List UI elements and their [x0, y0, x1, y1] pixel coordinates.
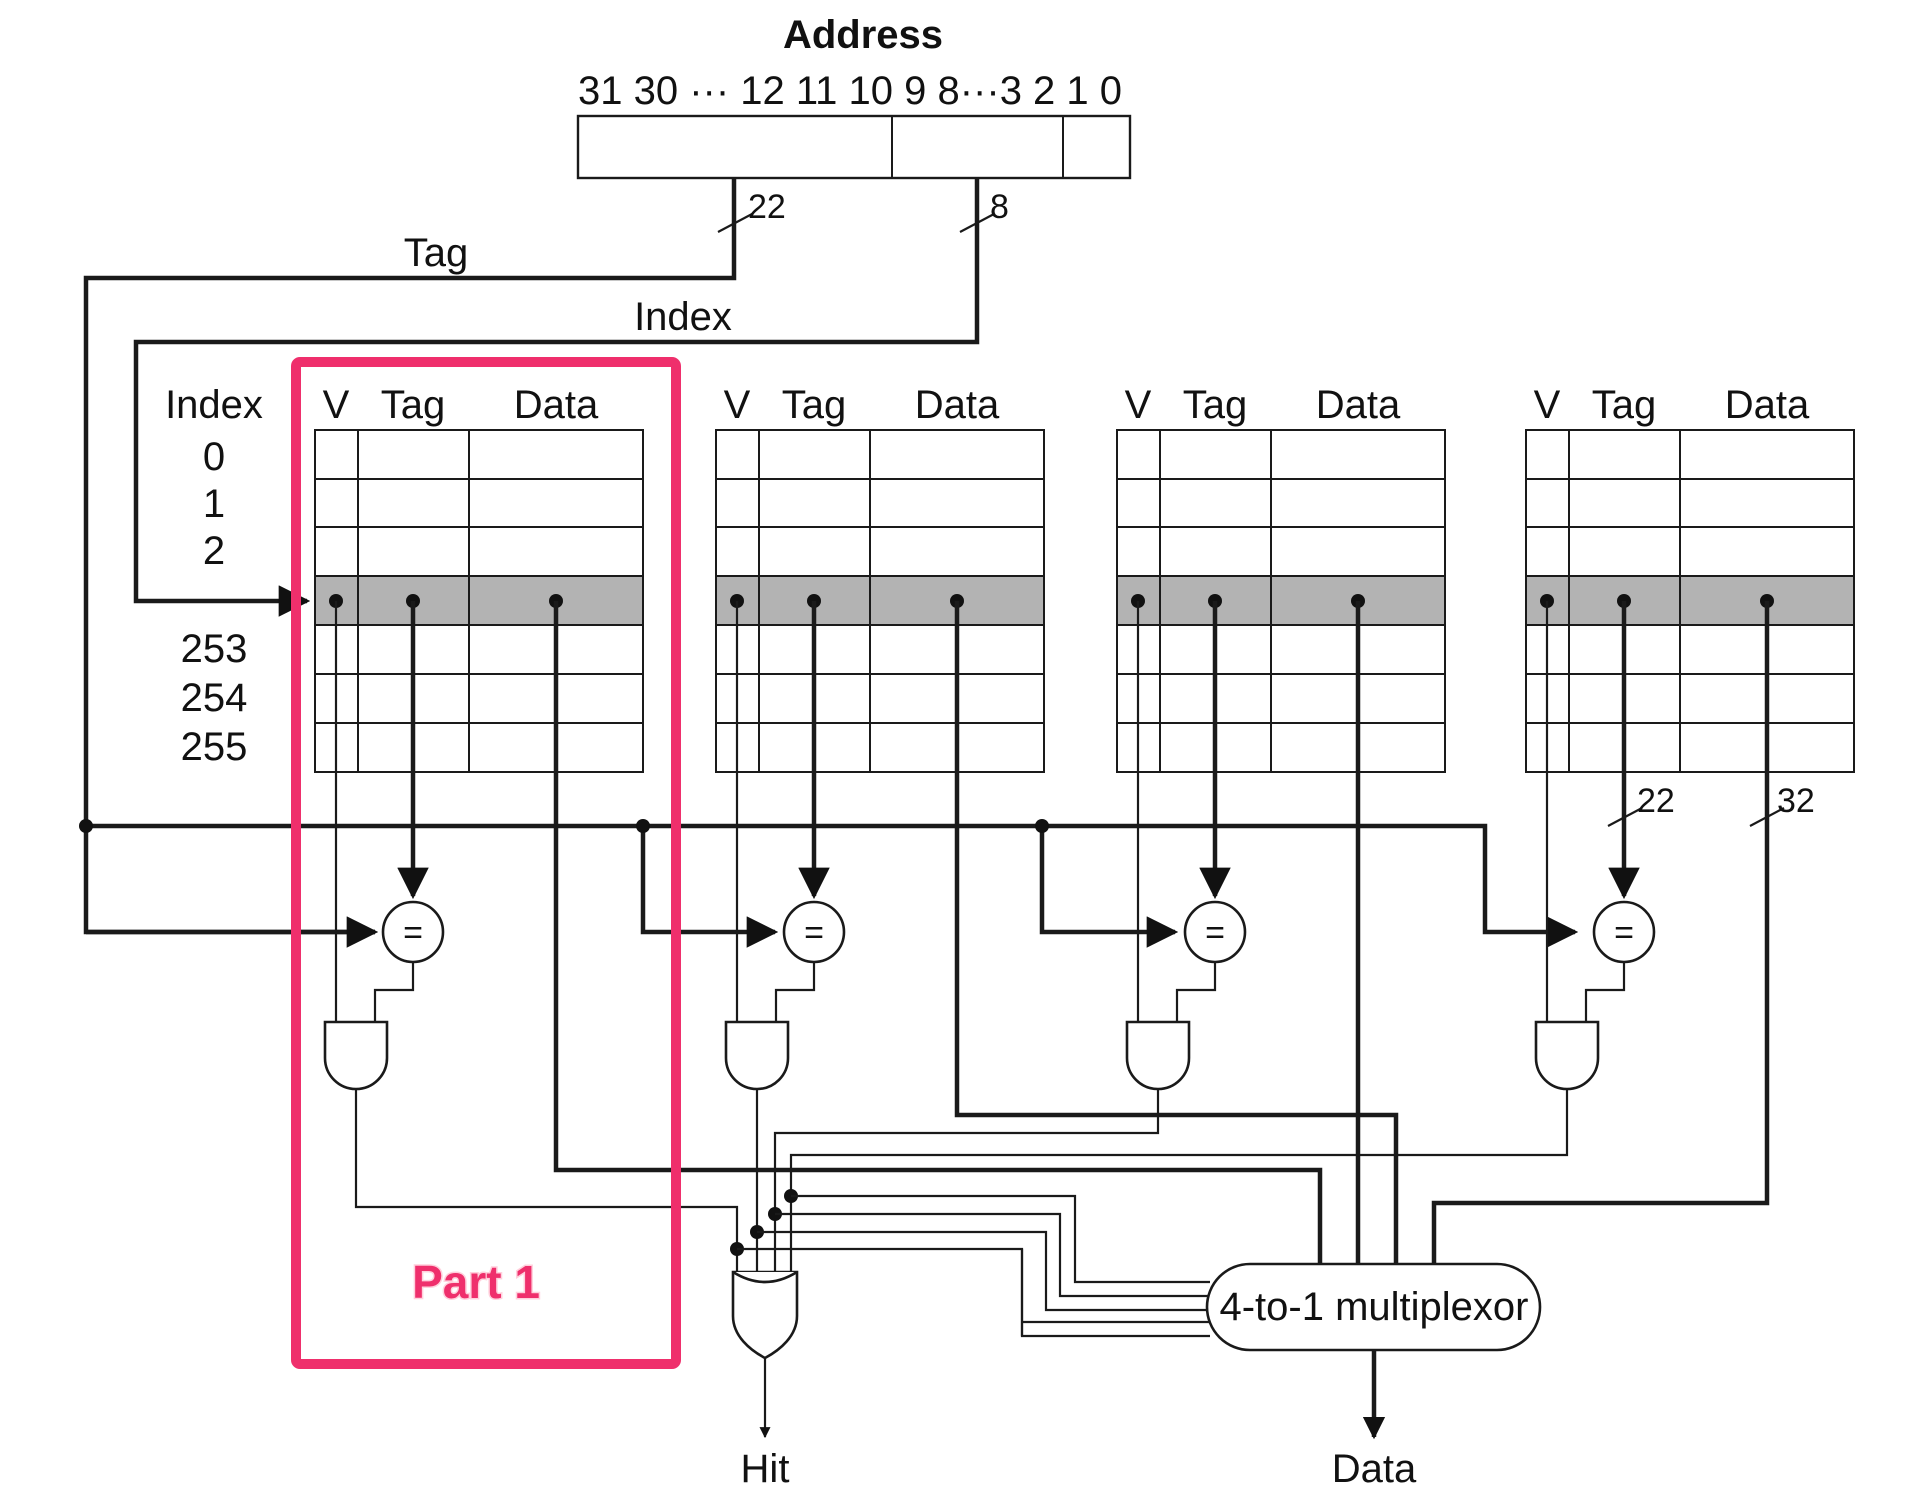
compare-to-and-wire [1175, 962, 1217, 1022]
address-register [576, 114, 1132, 180]
and-gate [724, 1020, 790, 1091]
cache-way-4: V Tag Data 22 = [1525, 383, 1855, 1091]
data-wire-way-4 [1431, 601, 1770, 1264]
way-tag-header: Tag [381, 383, 446, 427]
tag-wire [83, 178, 737, 935]
tag-bus [86, 823, 1579, 948]
hit-output-label: Hit [741, 1447, 790, 1491]
part-1-label: Part 1 [412, 1256, 540, 1308]
selected-row-highlight [1117, 576, 1445, 625]
address-bit-labels: 31 30 ··· 12 11 10 9 8···3 2 1 0 [578, 69, 1122, 113]
comparator-symbol: = [1205, 914, 1225, 952]
hit-line-way-1 [354, 1089, 739, 1272]
index-wire-label: Index [634, 295, 732, 339]
data-wire-way-2 [954, 601, 1399, 1264]
way-tag-header: Tag [1183, 383, 1248, 427]
mux-select-line-2 [757, 1230, 1210, 1312]
and-gate [1534, 1020, 1600, 1091]
way-table [1525, 429, 1855, 773]
index-width-label: 8 [990, 188, 1009, 226]
way-tag-header: Tag [782, 383, 847, 427]
multiplexor-label: 4-to-1 multiplexor [1219, 1285, 1528, 1329]
index-row-label: 0 [203, 435, 225, 479]
index-row-label: 253 [181, 627, 248, 671]
hit-line-way-3 [773, 1089, 1160, 1272]
way-tag-header: Tag [1592, 383, 1657, 427]
junction-dot [79, 819, 93, 833]
and-gate [1125, 1020, 1191, 1091]
way-data-header: Data [1725, 383, 1810, 427]
index-column-header: Index [165, 383, 263, 427]
junction-dot [1035, 819, 1049, 833]
index-wire [133, 178, 980, 617]
compare-to-and-wire [774, 962, 816, 1022]
index-width-slash [959, 213, 995, 233]
or-gate [731, 1270, 799, 1360]
data-bus-width-label: 32 [1777, 782, 1815, 820]
tag-wire-label: Tag [404, 231, 469, 275]
way-data-header: Data [915, 383, 1000, 427]
mux-select-line-4 [791, 1194, 1210, 1284]
way-table [1116, 429, 1446, 773]
way-valid-header: V [323, 383, 350, 427]
comparator-symbol: = [804, 914, 824, 952]
index-row-label: 255 [181, 725, 248, 769]
junction-dot [636, 819, 650, 833]
tag-width-slash [717, 213, 753, 233]
tag-bus-width-label: 22 [1637, 782, 1675, 820]
selected-row-highlight [716, 576, 1044, 625]
tag-bus-slash [1607, 807, 1643, 827]
data-bus-slash [1749, 807, 1785, 827]
index-row-label: 2 [203, 529, 225, 573]
way-table [715, 429, 1045, 773]
comparator-symbol: = [1614, 914, 1634, 952]
selected-row-highlight [315, 576, 643, 625]
data-wire-way-1 [553, 601, 1323, 1264]
mux-select-line-3 [775, 1212, 1210, 1298]
compare-to-and-wire [1584, 962, 1626, 1022]
address-title: Address [783, 13, 943, 57]
way-valid-header: V [1534, 383, 1561, 427]
way-data-header: Data [1316, 383, 1401, 427]
cache-way-2: V Tag Data = [715, 383, 1045, 1091]
way-data-header: Data [514, 383, 599, 427]
and-gate [323, 1020, 389, 1091]
compare-to-and-wire [373, 962, 415, 1022]
way-table [314, 429, 644, 773]
cache-way-3: V Tag Data = [1116, 383, 1446, 1091]
comparator-symbol: = [403, 914, 423, 952]
way-valid-header: V [1125, 383, 1152, 427]
way-valid-header: V [724, 383, 751, 427]
part-1-highlight-box [291, 357, 681, 1369]
cache-way-1: V Tag Data = [314, 383, 644, 1091]
tag-bus-branch-2 [640, 826, 779, 948]
index-row-label: 1 [203, 482, 225, 526]
tag-bus-branch-3 [1039, 826, 1179, 948]
index-row-label: 254 [181, 676, 248, 720]
tag-width-label: 22 [748, 188, 786, 226]
selected-row-highlight [1526, 576, 1854, 625]
data-output-label: Data [1332, 1447, 1417, 1491]
